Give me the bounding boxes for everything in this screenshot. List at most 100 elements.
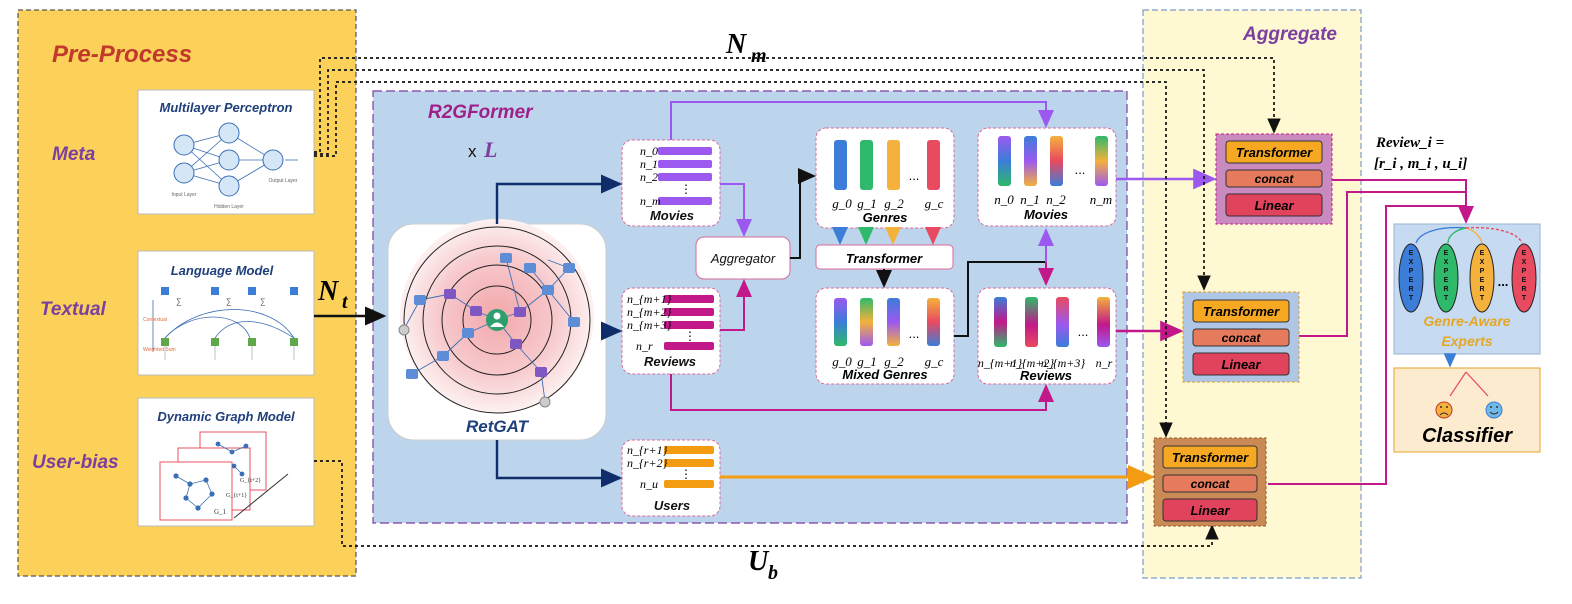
movies-to-aggregator-arrow: [720, 183, 752, 237]
reviews-output-label-0: n_{m+1}: [978, 356, 1023, 370]
agg-top-to-experts: [1326, 179, 1474, 224]
expert-2-letter-5: T: [1480, 295, 1485, 302]
movies-output-label-2: n_2: [1046, 192, 1066, 207]
nm-edge-reviews: [314, 69, 1211, 291]
reviews-list-item-2: n_{m+3}: [627, 318, 672, 332]
dgm-sublabel-gt1: G_{t+1}: [226, 493, 247, 499]
reviews-list-caption: Reviews: [644, 354, 696, 369]
genres-label-4: g_c: [925, 196, 944, 211]
happy-face-icon: [1485, 401, 1503, 419]
reviews-output-label-4: n_r: [1096, 356, 1113, 370]
aggregate-title: Aggregate: [1242, 24, 1337, 45]
retgat-label: RetGAT: [466, 417, 530, 436]
preprocess-title: Pre-Process: [52, 41, 192, 68]
mixed-genres-caption: Mixed Genres: [842, 367, 927, 382]
reviews-output-label-3: ...: [1078, 324, 1089, 339]
agg3-transformer-label: Transformer: [1172, 450, 1249, 465]
expert-3-letter-0: E: [1522, 250, 1527, 257]
user-center-icon: [486, 309, 508, 331]
users-list-item-0: n_{r+1}: [627, 443, 668, 457]
mixed-genres-label-0: g_0: [832, 354, 852, 369]
repeat-prefix: x: [468, 142, 477, 161]
r2gformer-title: R2GFormer: [428, 102, 534, 123]
expert-1-letter-1: X: [1444, 259, 1449, 266]
retgat-block: RetGAT: [387, 219, 607, 441]
retgat-to-movies-arrow: [495, 174, 623, 224]
expert-1: [1433, 243, 1459, 313]
expert-2: [1469, 243, 1495, 313]
review-formula-line1: Review_i =: [1375, 135, 1444, 151]
experts-ellipsis: ...: [1498, 274, 1509, 289]
movies-output-label-3: ...: [1075, 162, 1086, 177]
aggregate-block-movies: Transformer concat Linear: [1215, 133, 1333, 225]
sad-face-icon: [1435, 401, 1453, 419]
agg3-concat-label: concat: [1191, 477, 1231, 491]
mlp-network-icon: [173, 122, 298, 197]
mlp-sublabel-hidden: Hidden Layer: [214, 204, 244, 210]
agg2-transformer-label: Transformer: [1203, 304, 1280, 319]
expert-2-letter-0: E: [1480, 250, 1485, 257]
expert-0-letter-5: T: [1409, 295, 1414, 302]
expert-1-letter-2: P: [1444, 268, 1449, 275]
experts-caption-line1: Genre-Aware: [1423, 313, 1510, 329]
classifier-label: Classifier: [1422, 425, 1513, 447]
middle-transformer-label: Transformer: [846, 251, 923, 266]
reviews-output-block: n_{m+1} n_{m+2} n_{m+3} ... n_r Reviews: [977, 287, 1117, 385]
agg1-concat-label: concat: [1255, 172, 1295, 186]
ub-label-base: U: [748, 546, 770, 577]
language-model-panel: Language Model ∑ ∑ ∑: [137, 250, 315, 376]
reviews-output-frame: [977, 287, 1117, 385]
expert-1-letter-3: E: [1444, 277, 1449, 284]
movies-output-label-0: n_0: [994, 192, 1014, 207]
reviews-list-block: n_{m+1} n_{m+2} n_{m+3} ⋮ n_r Reviews: [621, 287, 721, 375]
expert-0-letter-1: X: [1409, 259, 1414, 266]
preprocess-panel: Pre-Process Meta Textual User-bias Multi…: [17, 9, 357, 577]
edge-labels: N m N t U b: [317, 29, 778, 584]
movies-output-block: n_0 n_1 n_2 ... n_m Movies: [977, 127, 1117, 227]
row-label-user-bias: User-bias: [32, 452, 119, 473]
svg-text:∑: ∑: [226, 297, 232, 306]
nm-label-base: N: [725, 29, 748, 60]
retgat-to-users-arrow: [495, 440, 623, 488]
review-formula-line2: [r_i , m_i , u_i]: [1374, 156, 1467, 172]
users-list-caption: Users: [654, 498, 690, 513]
lm-sublabel-contextual: Contextual: [143, 317, 167, 323]
r2gformer-panel: R2GFormer x L: [372, 90, 1128, 524]
expert-1-letter-4: R: [1443, 286, 1448, 293]
genres-block: g_0 g_1 g_2 ... g_c Genres: [815, 127, 955, 229]
classifier-frame: [1393, 367, 1541, 453]
genres-label-2: g_2: [884, 196, 904, 211]
lm-sublabel-weighted-sum: Weighted Sum: [143, 347, 176, 353]
movies-list-item-3: ⋮: [680, 182, 692, 196]
movies-output-caption: Movies: [1024, 207, 1068, 222]
expert-0-letter-4: R: [1408, 286, 1413, 293]
graph-snapshots-icon: [159, 431, 289, 521]
svg-text:∑: ∑: [260, 297, 266, 306]
reviews-output-caption: Reviews: [1020, 368, 1072, 383]
mixed-genres-label-4: g_c: [925, 354, 944, 369]
movies-list-bars: [658, 147, 712, 205]
expert-3-letter-4: R: [1521, 286, 1526, 293]
agg1-transformer-label: Transformer: [1236, 145, 1313, 160]
expert-3-letter-5: T: [1522, 295, 1527, 302]
movies-list-block: n_0 n_1 n_2 ⋮ n_m Movies: [621, 139, 721, 227]
classifier-block: Classifier: [1393, 367, 1541, 453]
expert-1-letter-0: E: [1444, 250, 1449, 257]
users-list-item-2: ⋮: [680, 467, 692, 481]
middle-transformer-block: Transformer: [815, 244, 954, 270]
mixed-to-outputs-line: [954, 261, 1046, 337]
nt-label-sub: t: [342, 291, 349, 313]
genres-label-0: g_0: [832, 196, 852, 211]
agg-mid-to-experts: [1298, 191, 1466, 337]
expert-0-letter-3: E: [1409, 277, 1414, 284]
lm-panel-frame: [137, 250, 315, 376]
expert-2-letter-3: E: [1480, 277, 1485, 284]
dynamic-graph-panel: Dynamic Graph Model G_1: [137, 397, 315, 527]
agg2-concat-label: concat: [1222, 331, 1262, 345]
nt-label-base: N: [317, 276, 340, 307]
reviews-output-label-2: n_{m+3}: [1041, 356, 1086, 370]
movies-list-caption: Movies: [650, 208, 694, 223]
